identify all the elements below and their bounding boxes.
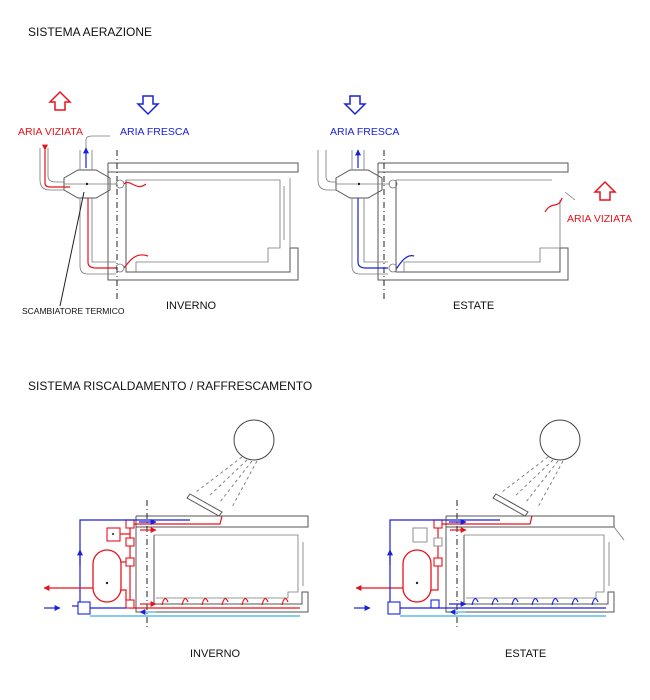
heating-summer-diagram: ESTATE	[354, 419, 625, 660]
stale-air-up-arrow	[48, 90, 72, 111]
aeration-summer-caption: ESTATE	[453, 300, 494, 312]
heating-winter-caption: INVERNO	[190, 648, 241, 660]
heating-title: SISTEMA RISCALDAMENTO / RAFFRESCAMENTO	[28, 379, 312, 393]
aeration-winter-diagram: ARIA VIZIATA ARIA FRESCA	[18, 90, 299, 316]
summer-fresh-air-down-arrow	[343, 95, 367, 116]
aeration-title: SISTEMA AERAZIONE	[28, 25, 152, 39]
winter-fresh-air-label: ARIA FRESCA	[120, 126, 189, 138]
sun-summer	[539, 419, 581, 461]
sun-winter	[233, 419, 275, 461]
summer-fresh-air-label: ARIA FRESCA	[330, 126, 399, 138]
summer-stale-air-up-arrow	[593, 180, 617, 201]
fresh-air-down-arrow	[136, 95, 160, 116]
aeration-summer-diagram: ARIA FRESCA ARIA VIZIATA ESTATE	[317, 95, 632, 312]
heat-exchanger-label: SCAMBIATORE TERMICO	[22, 306, 125, 316]
heating-summer-caption: ESTATE	[505, 648, 546, 660]
heating-winter-diagram: INVERNO	[43, 419, 309, 660]
summer-stale-air-label: ARIA VIZIATA	[567, 213, 632, 225]
winter-stale-air-label: ARIA VIZIATA	[18, 126, 83, 138]
aeration-winter-caption: INVERNO	[166, 300, 217, 312]
